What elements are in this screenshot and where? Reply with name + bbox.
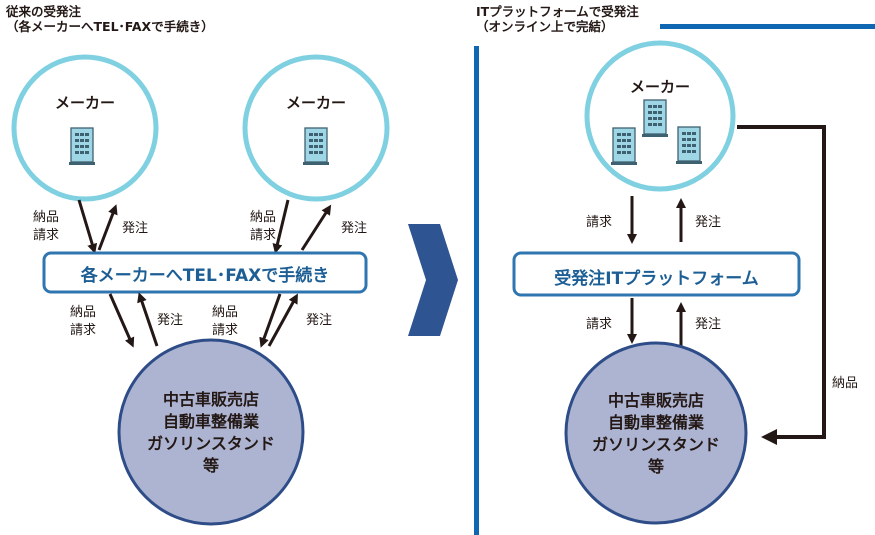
delivery-invoice-label: 納品 請求 — [70, 305, 97, 338]
building-icon — [302, 127, 330, 166]
order-label: 発注 — [122, 221, 149, 236]
arrow-order — [97, 204, 118, 251]
arrow-delivery-invoice — [108, 293, 135, 348]
order-label: 発注 — [695, 317, 722, 332]
arrow-delivery-invoice — [259, 293, 282, 348]
delivery-label: 納品 — [832, 376, 859, 391]
shop-circle-right — [564, 341, 748, 525]
arrow-delivery-invoice — [272, 199, 290, 254]
shop-circle-left — [117, 338, 305, 526]
shop-label-right: 中古車販売店 自動車整備業 ガソリンスタンド 等 — [592, 391, 720, 476]
arrow-delivery — [737, 125, 826, 445]
right-title-line2: （オンライン上で完結） — [476, 19, 614, 34]
arrow-order — [267, 293, 298, 347]
building-icon — [68, 127, 96, 166]
delivery-invoice-label: 納品 請求 — [33, 210, 60, 243]
phone-fax-bar-label: 各メーカーへTEL･FAXで手続き — [80, 266, 330, 286]
arrow-delivery-invoice — [77, 199, 98, 254]
left-title: 従来の受発注 （各メーカーへTEL･FAXで手続き） — [6, 4, 214, 34]
platform-bar-label: 受発注ITプラットフォーム — [554, 269, 759, 289]
maker-label: メーカー — [629, 78, 690, 96]
left-title-line2: （各メーカーへTEL･FAXで手続き） — [6, 19, 214, 34]
left-title-line1: 従来の受発注 — [6, 4, 82, 19]
maker-label-left: メーカー — [54, 94, 115, 112]
arrow-order — [137, 292, 159, 347]
order-label: 発注 — [695, 215, 722, 230]
order-label: 発注 — [306, 313, 333, 328]
phone-fax-bar — [42, 251, 368, 294]
arrow-order — [300, 204, 332, 251]
maker-label-right: メーカー — [285, 94, 346, 112]
building-icon — [641, 99, 669, 138]
right-title-line1: ITプラットフォームで受発注 — [476, 4, 639, 19]
right-frame-left-bar — [474, 46, 479, 535]
shop-label-left: 中古車販売店 自動車整備業 ガソリンスタンド 等 — [147, 390, 275, 475]
order-label: 発注 — [157, 313, 184, 328]
invoice-label: 請求 — [586, 317, 613, 332]
building-icon — [610, 127, 638, 166]
order-label: 発注 — [341, 221, 368, 236]
transition-arrow-icon — [408, 224, 458, 336]
right-title: ITプラットフォームで受発注 （オンライン上で完結） — [476, 4, 639, 34]
delivery-invoice-label: 納品 請求 — [250, 210, 277, 243]
platform-bar — [512, 251, 801, 297]
right-frame-top-bar — [660, 24, 875, 29]
building-icon — [675, 126, 703, 165]
delivery-invoice-label: 納品 請求 — [212, 305, 239, 338]
invoice-label: 請求 — [586, 215, 613, 230]
